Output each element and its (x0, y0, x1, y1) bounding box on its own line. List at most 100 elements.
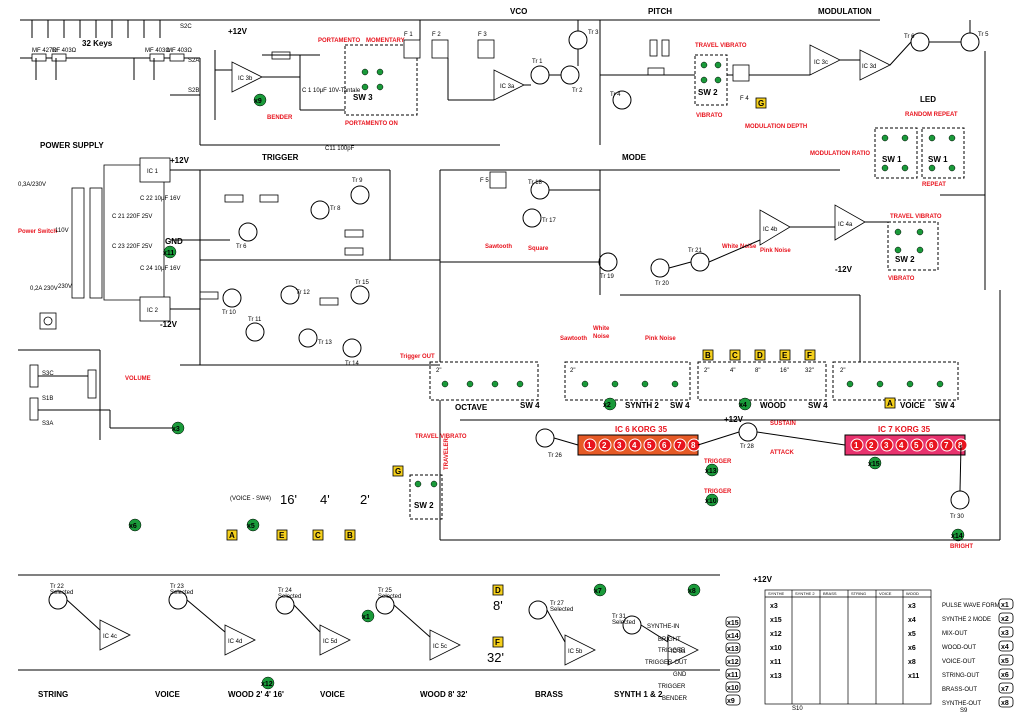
top-4: 4' (320, 492, 330, 507)
s1b-label: S1B (42, 396, 53, 402)
synth2-2in: 2" (570, 368, 575, 374)
x10-badge (705, 493, 719, 507)
sw3-box (344, 44, 418, 116)
a-sw4: A (887, 399, 893, 408)
portamento-on-label: PORTAMENTO ON (345, 121, 398, 127)
connector-s9: PULSE WAVE FORM SYNTHE 2 MODE MIX-OUT WO… (942, 598, 1014, 714)
sawtooth-mode: Sawtooth (485, 244, 512, 250)
tr8-label: Tr 8 (330, 206, 341, 212)
c24-label: C 24 10μF 16V (140, 266, 180, 272)
x12-bot: x12 (261, 681, 273, 688)
top-2: 2' (360, 492, 370, 507)
tr14-label: Tr 14 (345, 361, 359, 367)
pitch-title: PITCH (648, 7, 672, 16)
x6-badge (128, 518, 142, 532)
x12-badge (261, 676, 275, 690)
x11-ps: x11 (163, 250, 174, 257)
power-supply: POWER SUPPLY 0,3A/230V 0,2A 230V Power S… (18, 141, 200, 440)
ic5c-opamp (429, 629, 461, 661)
s9-id-6: x6 (1001, 672, 1009, 679)
noise-label-1: Noise (593, 334, 610, 340)
ic2-label: IC 2 (147, 308, 159, 314)
travel-vibrato-right: TRAVEL VIBRATO (890, 214, 942, 220)
tr5-label: Tr 5 (978, 32, 989, 38)
ic4c-opamp (99, 619, 131, 651)
sw2-right-label: SW 2 (895, 255, 915, 264)
f5-fet (489, 171, 507, 189)
ic7-label: IC 7 KORG 35 (878, 425, 931, 434)
wood-2: 2" (704, 368, 709, 374)
mains1: 0,3A/230V (18, 182, 46, 188)
x7-bot: x7 (594, 588, 602, 595)
g-box-top (755, 97, 767, 109)
sw2-right-box (887, 221, 939, 271)
tr10-label: Tr 10 (222, 310, 236, 316)
s9-pin-8: SYNTHE-OUT (942, 701, 981, 707)
momentary-label: MOMENTARY (366, 38, 405, 44)
s10-id-5: x11 (727, 672, 738, 679)
ic5a-label: IC 5a (671, 649, 686, 655)
tr27 (528, 600, 548, 620)
string-label: STRING (38, 690, 68, 699)
th-wood: WOOD (906, 591, 919, 596)
c-sw4: C (732, 351, 738, 360)
d-sw4: D (757, 351, 763, 360)
x1-bot: x1 (362, 614, 370, 621)
wood-label: WOOD (760, 401, 786, 410)
v110: 110V (55, 228, 69, 234)
sw1-left-label: SW 1 (882, 155, 902, 164)
s9-pin-4: WOOD-OUT (942, 645, 976, 651)
tr28 (738, 422, 758, 442)
sw1-right-box (921, 127, 965, 179)
tr6-trig-label: Tr 6 (236, 244, 247, 250)
x9-badge (253, 93, 267, 107)
vco-section: VCO F 1 F 2 F 3 IC 3a Tr 1 Tr 2 Tr 3 Tr … (403, 7, 640, 145)
tr31-label: Tr 31 (612, 614, 626, 620)
wood-2-4-16: WOOD 2' 4' 16' (228, 690, 284, 699)
tr17 (522, 208, 542, 228)
ic6-pin6: 6 (662, 441, 667, 450)
selection-table: SYNTHE SYNTHE 2 BRASS STRING VOICE WOOD … (764, 589, 932, 705)
f-bot: F (495, 638, 500, 647)
ic4c-label: IC 4c (103, 634, 117, 640)
tl-3: x12 (770, 631, 782, 638)
tr1-label: Tr 1 (532, 59, 543, 65)
x14-badge (951, 528, 965, 542)
resistor-rf403 (51, 53, 67, 62)
s9-id-4: x4 (1001, 644, 1009, 651)
ic3c-label: IC 3c (814, 60, 828, 66)
sustain-label: SUSTAIN (770, 421, 796, 427)
synth12-label: SYNTH 1 & 2 (614, 690, 663, 699)
th-brass: BRASS (823, 591, 837, 596)
c21-label: C 21 220F 25V (112, 214, 152, 220)
power-supply-title: POWER SUPPLY (40, 141, 104, 150)
ic5c-label: IC 5c (433, 644, 447, 650)
tr-3: x5 (908, 631, 916, 638)
minus12-mod: -12V (835, 265, 853, 274)
bot-32: 32' (487, 650, 504, 665)
travel-vibrato-mid: TRAVEL VIBRATO (415, 434, 467, 440)
tr2-label: Tr 2 (572, 88, 583, 94)
vco-title: VCO (510, 7, 527, 16)
tr3-label: Tr 3 (588, 30, 599, 36)
tr20-label: Tr 20 (655, 281, 669, 287)
s9-id-3: x3 (1001, 630, 1009, 637)
portamento-section: IC 3b x9 BENDER C 1 10μF 10V-Tantale POR… (214, 38, 418, 127)
ic5b-opamp (564, 634, 596, 666)
tr26-label: Tr 26 (548, 453, 562, 459)
tr8 (310, 200, 330, 220)
repeat-label: REPEAT (922, 182, 946, 188)
random-repeat: RANDOM REPEAT (905, 112, 958, 118)
a-box-bot (226, 529, 238, 541)
tr11 (245, 322, 265, 342)
ic3d-opamp (859, 49, 891, 81)
x2-sw4: x2 (603, 402, 611, 409)
portamento-label: PORTAMENTO (318, 38, 360, 44)
ic6-pin3: 3 (617, 441, 622, 450)
ic7-pin3: 3 (884, 441, 889, 450)
x2-badge (603, 397, 617, 411)
tr11-label: Tr 11 (248, 317, 262, 323)
transformer-secondary (89, 187, 103, 299)
tr14 (342, 338, 362, 358)
